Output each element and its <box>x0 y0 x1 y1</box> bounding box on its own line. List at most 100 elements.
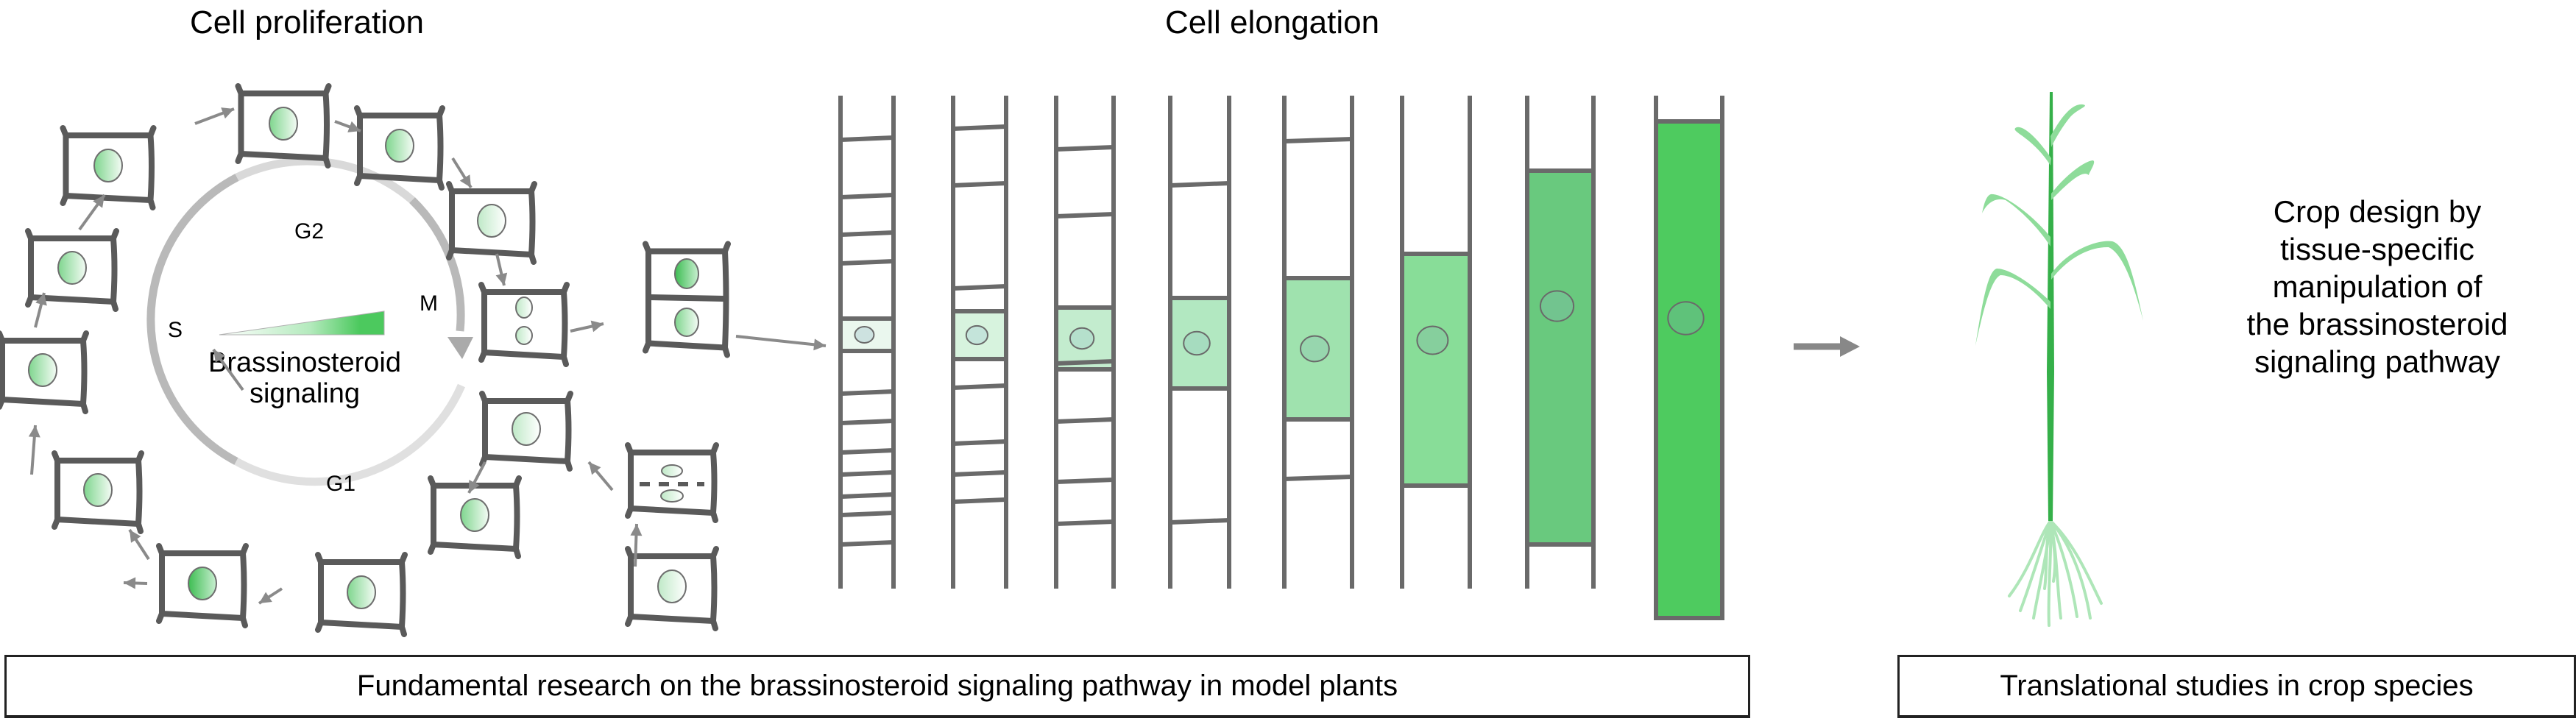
flow-arrow-icon <box>467 461 486 494</box>
arrow-head <box>35 293 47 306</box>
crop-text-line: the brassinosteroid <box>2246 307 2508 341</box>
cell-file <box>951 96 1008 589</box>
flow-arrow-icon <box>570 320 604 333</box>
cell-file <box>1054 96 1116 589</box>
dividing-cell <box>235 83 332 168</box>
cell-division-wall <box>840 540 894 547</box>
root-strand <box>2049 519 2057 583</box>
cycle-arc-s <box>146 174 239 465</box>
cell-division-wall <box>1284 475 1353 481</box>
dividing-cell <box>25 228 119 312</box>
dividing-cell <box>478 282 570 367</box>
nucleus-icon <box>28 353 57 387</box>
cell-division-wall <box>952 181 1007 188</box>
flow-arrow-icon <box>128 528 150 561</box>
elongating-cell <box>1654 119 1724 620</box>
arrow-head <box>495 272 508 285</box>
plant-leaves <box>1975 104 2143 346</box>
arrow-head <box>93 195 105 208</box>
crop-text-line: Crop design by <box>2273 194 2482 229</box>
cell-division-wall <box>840 230 894 237</box>
cell-division-wall <box>952 383 1007 390</box>
cell-file <box>1654 96 1724 620</box>
arrow-head <box>221 107 234 119</box>
arrow-head <box>630 524 643 536</box>
brassinosteroid-label-line2: signaling <box>250 378 360 409</box>
arrow-head <box>589 462 601 475</box>
cell-division-wall <box>840 419 894 425</box>
cell-division-wall <box>1055 478 1114 484</box>
cell-division-wall <box>1170 181 1230 188</box>
flow-arrow-icon <box>123 577 148 589</box>
cell-wall <box>625 546 719 631</box>
root-strand <box>2049 519 2078 618</box>
elongation-cell-files <box>838 96 1724 620</box>
flow-arrow-icon <box>630 523 643 567</box>
right-arrow-icon <box>1794 336 1860 357</box>
arrow-head <box>469 480 480 493</box>
nucleus-icon <box>188 567 217 600</box>
cell-division-wall <box>1055 212 1114 219</box>
dividing-cell <box>60 125 157 210</box>
cell-division-wall <box>840 389 894 396</box>
nucleus-icon <box>1539 290 1575 322</box>
cell-division-wall <box>1055 359 1114 366</box>
cell-elongation-title: Cell elongation <box>1165 4 1380 40</box>
cell-division-wall <box>952 439 1007 446</box>
dividing-cell <box>625 546 719 631</box>
proliferation-arrows <box>28 107 827 605</box>
dividing-cell <box>625 442 719 523</box>
cell-cycle-ring <box>146 157 473 486</box>
cell-wall <box>52 450 144 534</box>
crop-text-line: tissue-specific <box>2280 232 2474 266</box>
arrow-head <box>259 592 272 603</box>
phase-label-g1: G1 <box>326 472 355 496</box>
arrow-shaft <box>735 335 827 347</box>
translational-studies-banner: Translational studies in crop species <box>1897 655 2576 718</box>
brassinosteroid-gradient-wedge <box>219 310 385 336</box>
cell-division-wall <box>840 135 894 142</box>
elongating-cell <box>1400 252 1472 488</box>
phase-label-m: M <box>420 291 438 316</box>
nucleus-icon <box>657 569 687 603</box>
flow-arrow-icon <box>587 461 614 491</box>
nucleus-icon <box>512 412 541 446</box>
arrow-head <box>130 530 141 543</box>
cell-division-wall <box>840 492 894 499</box>
flow-arrow-icon <box>334 120 361 132</box>
flow-arrow-icon <box>34 292 47 328</box>
flow-arrow-icon <box>28 425 40 475</box>
phase-label-s: S <box>168 318 183 342</box>
crop-text-line: manipulation of <box>2272 269 2483 304</box>
cell-division-wall <box>840 259 894 266</box>
nucleus-icon <box>1667 301 1705 336</box>
nucleus-icon <box>965 324 989 346</box>
cell-division-wall <box>1284 137 1353 143</box>
fundamental-research-banner: Fundamental research on the brassinoster… <box>4 655 1750 718</box>
cell-wall <box>156 543 249 628</box>
cell-file <box>838 96 896 589</box>
cell-wall <box>315 552 408 637</box>
plant-roots <box>2008 519 2103 627</box>
dividing-cell <box>0 330 89 414</box>
cell-wall <box>60 125 157 210</box>
proliferation-cells <box>0 83 731 637</box>
nucleus-icon <box>83 473 113 507</box>
dividing-cell <box>643 241 731 358</box>
dividing-cell <box>315 552 408 637</box>
cell-wall <box>478 282 570 367</box>
cell-division-wall <box>1055 417 1114 424</box>
cell-division-wall <box>1170 518 1230 525</box>
cell-division-wall <box>952 284 1007 291</box>
dividing-cell <box>428 475 522 559</box>
cell-division-wall <box>952 124 1007 131</box>
translational-studies-label: Translational studies in crop species <box>2000 670 2474 702</box>
cycle-arc-g1 <box>234 383 466 486</box>
nucleus-icon <box>1416 325 1449 355</box>
cell-wall <box>0 330 89 414</box>
flow-arrow-icon <box>258 587 283 605</box>
nucleus-icon <box>1183 330 1211 356</box>
nucleus-icon <box>477 204 506 238</box>
arrow-head <box>590 320 604 333</box>
